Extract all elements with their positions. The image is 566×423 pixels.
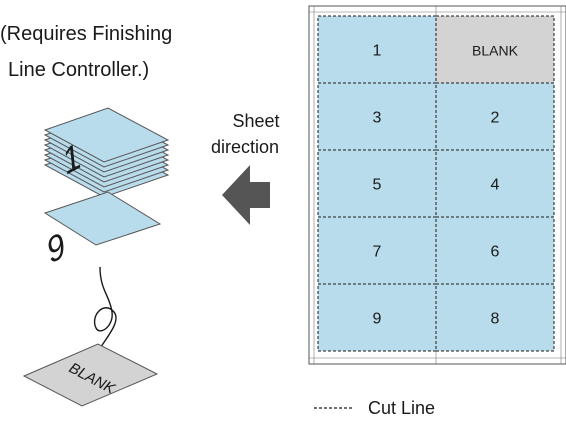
sheet-cell: 1: [317, 15, 437, 84]
sheet-cell-label: 9: [373, 311, 382, 328]
sheet-cell: 5: [317, 149, 437, 218]
page-cell-box: [317, 216, 437, 285]
stack-sheet: [43, 107, 170, 163]
sheet-cell: BLANK: [435, 15, 555, 84]
sheet-cell: 6: [435, 216, 555, 285]
sheet-cell: 8: [435, 283, 555, 352]
sheet-cell: 3: [317, 82, 437, 151]
cut-line-legend-label: Cut Line: [368, 398, 435, 418]
note-line-2: Line Controller.): [8, 59, 149, 81]
sheet-cell: 4: [435, 149, 555, 218]
sheet-cell: 7: [317, 216, 437, 285]
sheet-cell-label: 6: [491, 244, 500, 261]
sheet-cell-label: BLANK: [472, 43, 519, 59]
page-cell-box: [435, 283, 555, 352]
sheet-cells: 1 BLANK 3 2 5 4 7 6 9 8: [317, 15, 555, 352]
page-cell-box: [317, 15, 437, 84]
page-cell-box: [435, 82, 555, 151]
direction-line-1: Sheet: [232, 111, 279, 131]
left-arrow-icon: [222, 165, 270, 225]
sheet-cell-label: 1: [373, 43, 382, 60]
page-cell-box: [317, 149, 437, 218]
sheet-cell-label: 8: [491, 311, 500, 328]
sheet-cell-label: 2: [491, 110, 500, 127]
imposed-sheet: 1 BLANK 3 2 5 4 7 6 9 8: [308, 5, 566, 365]
separator-curl: [93, 266, 117, 353]
requirement-note: (Requires Finishing Line Controller.): [0, 23, 172, 81]
stack-layers: [43, 107, 170, 198]
last-page-shape: [43, 191, 162, 246]
page-cell-box: [435, 216, 555, 285]
sheet-cell: 9: [317, 283, 437, 352]
page-stack: 1: [43, 107, 170, 198]
sheet-cell-label: 5: [373, 177, 382, 194]
blank-slip: BLANK: [22, 343, 159, 407]
cut-line-legend: Cut Line: [314, 398, 435, 418]
last-page-sheet: 9: [42, 191, 162, 272]
sheet-cell-label: 7: [373, 244, 382, 261]
sheet-cell-label: 4: [491, 177, 500, 194]
direction-line-2: direction: [211, 137, 279, 157]
page-cell-box: [435, 149, 555, 218]
blank-cell-box: [435, 15, 555, 84]
page-cell-box: [317, 283, 437, 352]
note-line-1: (Requires Finishing: [0, 23, 172, 45]
stack-bottom-number: 9: [42, 226, 69, 272]
sheet-cell: 2: [435, 82, 555, 151]
sheet-cell-label: 3: [373, 110, 382, 127]
sheet-direction: Sheet direction: [211, 111, 280, 225]
blank-slip-shape: [22, 343, 159, 407]
